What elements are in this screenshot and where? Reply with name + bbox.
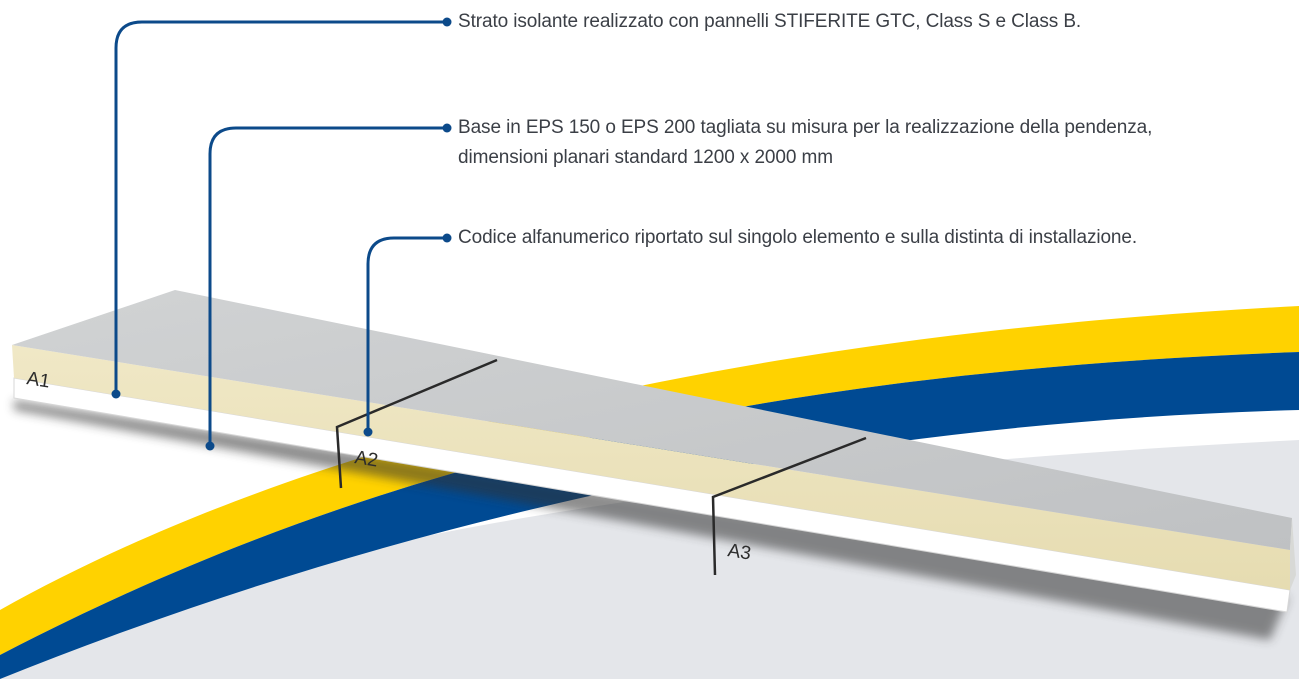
callout-eps-base-line-1: Base in EPS 150 o EPS 200 tagliata su mi… [458, 117, 1153, 138]
panel-code-a2: A2 [353, 447, 379, 471]
joint-line-a2-a3 [711, 436, 867, 576]
panel-shadow [14, 400, 1288, 640]
callout-eps-base-line-2: dimensioni planari standard 1200 x 2000 … [458, 147, 833, 168]
yellow-swoosh [0, 306, 1299, 655]
panel-code-a1: A1 [25, 368, 51, 392]
callout-code-text: Codice alfanumerico riportato sul singol… [458, 223, 1137, 253]
insulation-layer [12, 345, 1290, 590]
leader-line-eps-base [205, 123, 452, 451]
callout-code-line: Codice alfanumerico riportato sul singol… [458, 227, 1138, 248]
callout-insulation-line: Strato isolante realizzato con pannelli … [458, 11, 1082, 32]
blue-swoosh [0, 352, 1299, 679]
joint-line-a1-a2 [335, 358, 498, 489]
leader-line-code [363, 233, 452, 437]
callout-eps-base-text: Base in EPS 150 o EPS 200 tagliata su mi… [458, 113, 1152, 173]
panel-top-surface [12, 290, 1292, 550]
panel-end-face [1290, 518, 1296, 590]
callout-insulation-text: Strato isolante realizzato con pannelli … [458, 7, 1081, 37]
leader-line-insulation [111, 17, 452, 399]
panel-code-a3: A3 [726, 540, 752, 564]
